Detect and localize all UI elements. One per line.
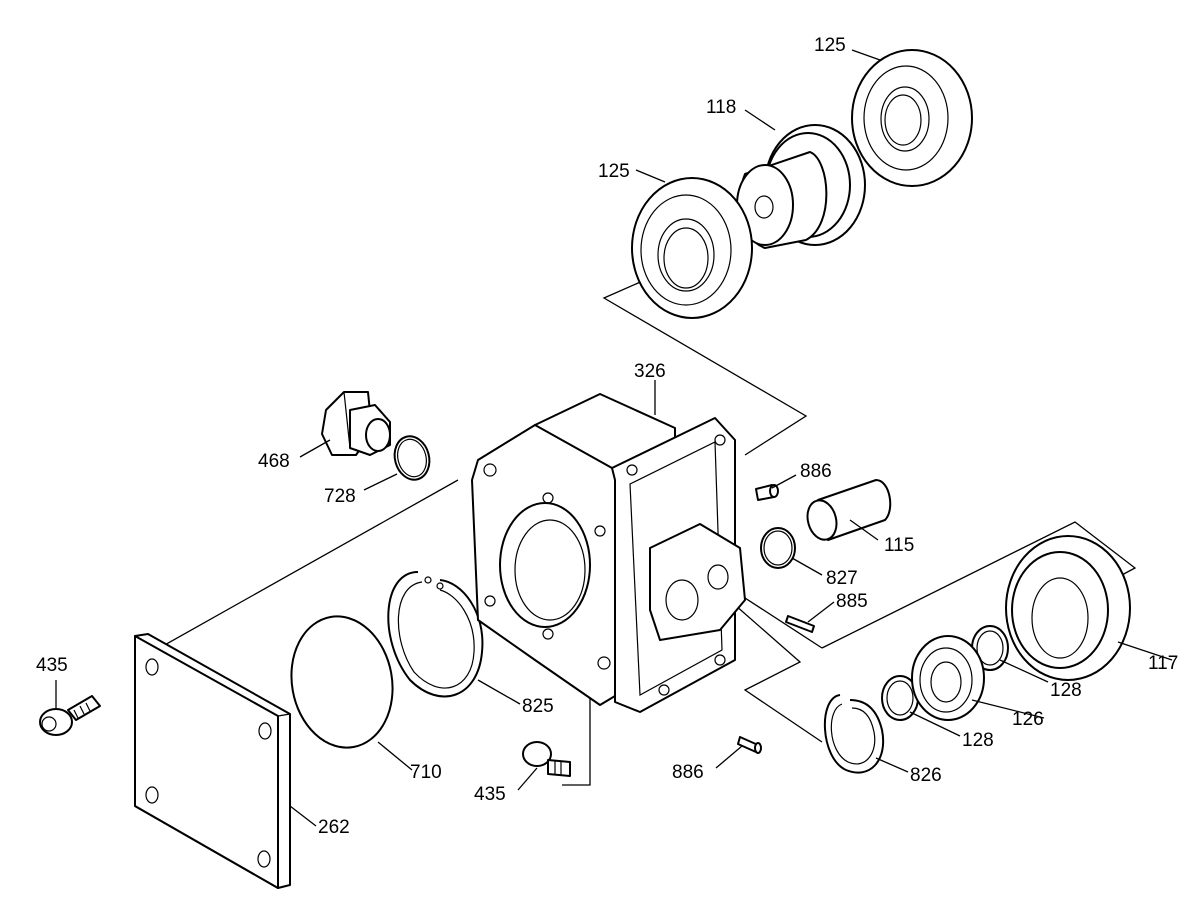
label-826: 826 [910, 765, 942, 786]
cover-plate-262 [134, 633, 291, 889]
shaft-115 [806, 479, 892, 541]
label-326: 326 [634, 361, 666, 382]
label-468: 468 [258, 451, 290, 472]
gasket-710 [290, 615, 394, 749]
label-125-top: 125 [814, 35, 846, 56]
label-728: 728 [324, 486, 356, 507]
screw-435-bottom [522, 741, 571, 777]
label-885: 885 [836, 591, 868, 612]
label-117: 117 [1148, 653, 1178, 674]
pin-886-top [755, 484, 779, 501]
screw-435-left [39, 695, 101, 736]
label-126: 126 [1012, 709, 1044, 730]
o-ring-827 [760, 527, 796, 569]
label-128-right: 128 [1050, 680, 1082, 701]
snap-ring-825 [387, 571, 484, 698]
bearing-125-top [851, 49, 973, 187]
label-118: 118 [706, 97, 736, 118]
plug-468 [321, 391, 391, 456]
bearing-126 [911, 635, 985, 721]
label-435-bottom: 435 [474, 784, 506, 805]
leader-lines [55, 49, 1173, 827]
label-128-left: 128 [962, 730, 994, 751]
label-827: 827 [826, 568, 858, 589]
label-115: 115 [884, 535, 914, 556]
part-labels: 125 118 125 326 468 728 886 115 827 885 … [36, 35, 1178, 838]
snap-ring-826 [823, 694, 885, 774]
label-825: 825 [522, 696, 554, 717]
label-710: 710 [410, 762, 442, 783]
label-262: 262 [318, 817, 350, 838]
gear-117 [1005, 535, 1131, 681]
pin-885 [785, 615, 815, 633]
label-886-bottom: 886 [672, 762, 704, 783]
label-125-mid: 125 [598, 161, 630, 182]
label-435-left: 435 [36, 655, 68, 676]
pin-886-bottom [737, 736, 762, 754]
housing-flange [611, 417, 746, 713]
gear-shaft-118 [736, 124, 866, 249]
label-886-top: 886 [800, 461, 832, 482]
bearing-125-mid [631, 177, 753, 319]
o-ring-728 [393, 435, 431, 481]
